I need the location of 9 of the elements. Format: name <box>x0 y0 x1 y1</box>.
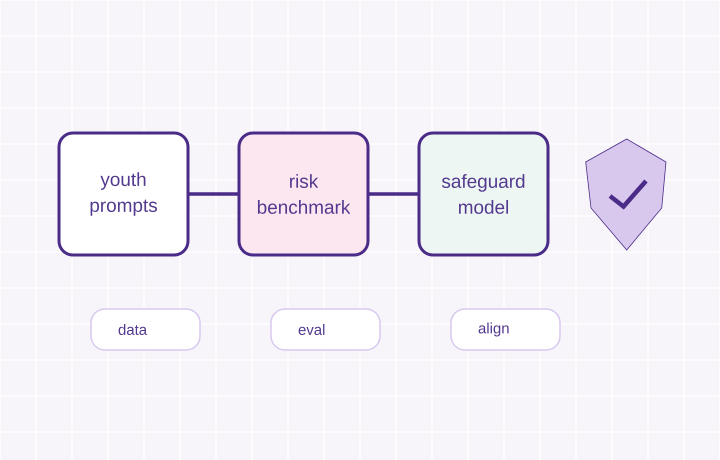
shield-icon <box>585 138 666 251</box>
connector-line <box>370 192 418 196</box>
tag-pill: eval <box>270 308 381 351</box>
tag-pill: data <box>90 308 201 351</box>
connector-line <box>190 192 238 196</box>
process-box: risk benchmark <box>238 132 370 256</box>
process-box: safeguard model <box>418 132 550 256</box>
tag-pill: align <box>450 308 561 351</box>
process-box: youth prompts <box>58 132 190 256</box>
